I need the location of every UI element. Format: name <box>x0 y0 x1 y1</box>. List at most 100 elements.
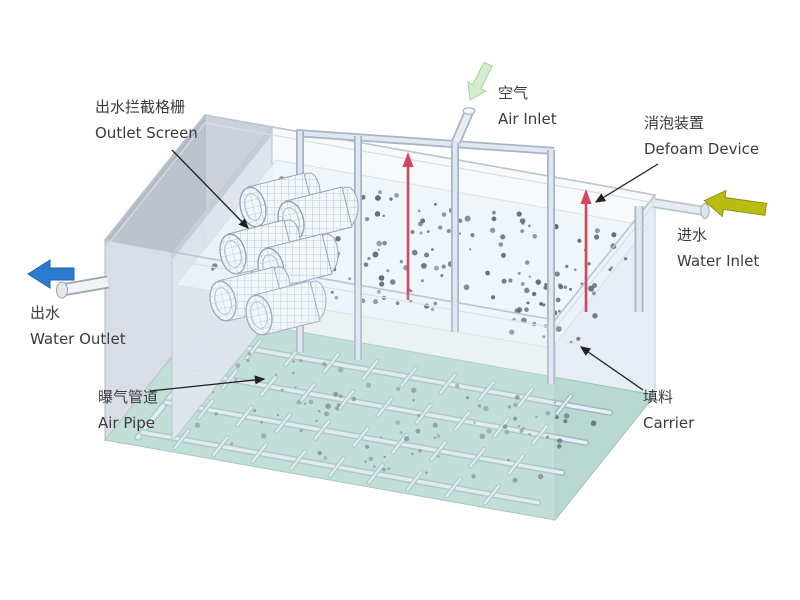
carrier-dot <box>380 436 383 439</box>
carrier-dot <box>280 388 284 392</box>
label-air-pipe-zh: 曝气管道 <box>98 388 159 406</box>
carrier-dot <box>333 391 339 397</box>
carrier-dot <box>563 419 568 424</box>
carrier-dot <box>418 221 423 227</box>
carrier-dot <box>433 301 437 306</box>
carrier-dot <box>501 278 507 284</box>
water-outlet-arrow <box>27 259 75 289</box>
carrier-dot <box>382 214 385 218</box>
carrier-dot <box>411 249 418 256</box>
carrier-dot <box>415 428 421 434</box>
carrier-dot <box>437 455 440 458</box>
label-air-inlet-en: Air Inlet <box>498 110 557 128</box>
screen-face-rim <box>250 301 268 329</box>
air-pipe-segment-highlight <box>406 470 423 491</box>
carrier-dot <box>389 279 396 285</box>
carrier-dot <box>376 240 383 247</box>
carrier-dot <box>324 411 330 417</box>
carrier-dot <box>557 437 563 444</box>
label-air-inlet: 空气 Air Inlet <box>498 80 557 132</box>
carrier-dot <box>491 216 497 222</box>
carrier-dot <box>469 248 472 251</box>
carrier-dot <box>520 282 525 286</box>
carrier-dot <box>528 224 531 228</box>
air-pipe-segment-highlight <box>478 380 495 401</box>
outlet-pipe-mouth <box>56 281 68 299</box>
defoam-rod-tip <box>402 152 414 167</box>
carrier-dot <box>610 266 613 269</box>
carrier-dot <box>508 278 513 283</box>
carrier-dot <box>464 215 471 222</box>
carrier-dot <box>446 229 451 233</box>
air-pipe-segment-highlight <box>251 443 268 464</box>
carrier-dot <box>322 361 327 367</box>
defoam-rod-tip <box>580 189 592 204</box>
carrier-dot <box>389 197 393 201</box>
carrier-dot <box>504 429 510 435</box>
carrier-dot <box>592 313 598 319</box>
carrier-dot <box>516 211 522 217</box>
carrier-dot <box>608 268 612 272</box>
label-carrier-zh: 填料 <box>643 388 674 406</box>
carrier-dot <box>486 428 492 434</box>
carrier-dot <box>507 458 510 462</box>
carrier-dot <box>308 399 314 405</box>
carrier-dot <box>568 287 573 291</box>
carrier-dot <box>292 371 295 375</box>
carrier-dot <box>261 433 267 439</box>
air-inlet-pipe-mouth <box>462 107 476 115</box>
carrier-dot <box>573 268 577 272</box>
annotation-arrow-carrier <box>579 346 644 391</box>
air-pipe-segment-highlight <box>507 454 525 475</box>
carrier-dot <box>276 413 280 417</box>
annotation-arrow-outlet-screen <box>171 149 249 229</box>
carrier-dot <box>404 436 410 442</box>
air-pipe-segment-highlight <box>164 400 564 475</box>
air-pipe-segment-highlight <box>415 403 432 424</box>
carrier-dot <box>470 233 475 238</box>
carrier-dot <box>260 420 264 424</box>
carrier-dot <box>211 267 215 271</box>
carrier-dot <box>246 359 250 363</box>
carrier-dot <box>431 248 434 251</box>
air-pipe-segment-highlight <box>493 417 510 438</box>
air-pipe-segment-highlight <box>469 447 486 468</box>
carrier-dot <box>377 289 381 294</box>
carrier-dot <box>335 406 340 411</box>
outlet-screens <box>209 172 359 336</box>
carrier-dot <box>417 413 421 418</box>
carrier-dot <box>515 394 520 400</box>
label-carrier: 填料 Carrier <box>643 384 694 436</box>
carrier-dot <box>426 230 430 233</box>
carrier-dot <box>502 424 508 430</box>
air-pipe-segment-highlight <box>221 369 238 390</box>
carrier-dot <box>378 275 385 281</box>
inlet-pipe-body <box>653 199 705 215</box>
carrier-dot <box>336 403 341 408</box>
carrier-dot <box>528 432 532 436</box>
carrier-dot <box>516 307 523 313</box>
carrier-dot <box>542 335 546 339</box>
air-pipe-segment-highlight <box>140 430 540 505</box>
carrier-dot <box>194 422 201 428</box>
carrier-dot <box>433 436 437 439</box>
carrier-dot <box>491 295 496 300</box>
air-pipe-segment-highlight <box>445 477 462 498</box>
carrier-dot <box>330 290 334 294</box>
carrier-dot <box>531 291 537 297</box>
carrier-dot <box>611 232 617 238</box>
carrier-dot <box>507 405 512 409</box>
carrier-dot <box>433 202 437 206</box>
annotation-arrow-defoam-device <box>594 163 659 203</box>
carrier-dot <box>399 259 404 264</box>
carrier-dot <box>412 398 415 402</box>
air-pipe-segment-highlight <box>197 399 214 420</box>
carrier-dot <box>338 394 344 399</box>
carrier-dot <box>623 257 628 261</box>
air-pipe-segment-highlight <box>299 383 316 404</box>
carrier-dot <box>543 285 548 290</box>
screen-face-rim <box>214 287 232 315</box>
annotation-arrows <box>149 149 659 392</box>
label-air-pipe-en: Air Pipe <box>98 414 155 432</box>
